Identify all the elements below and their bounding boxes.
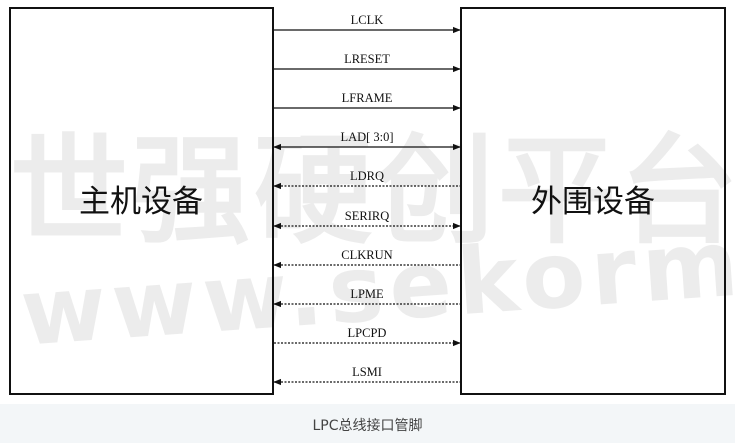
host-device-box [9,7,274,395]
signal-label: LSMI [352,365,382,379]
signal-label: LFRAME [342,91,393,105]
signal-label: SERIRQ [345,209,389,223]
caption-bar: LPC总线接口管脚 [0,404,735,443]
lpc-diagram: 主机设备 外围设备 LCLK LRESET LFRAME LAD[ 3:0] LDRQ S… [9,7,726,395]
signal-label: LPME [350,287,384,301]
host-device-label: 主机设备 [79,184,203,220]
figure-caption: LPC总线接口管脚 [312,418,423,434]
peripheral-device-box [460,7,726,395]
signal-label: CLKRUN [341,248,392,262]
signal-label: LAD[ 3:0] [340,130,393,144]
signal-label: LCLK [351,13,384,27]
signal-label: LRESET [344,52,390,66]
peripheral-device-label: 外围设备 [531,184,655,220]
signal-label: LDRQ [350,169,384,183]
signal-label: LPCPD [348,326,387,340]
